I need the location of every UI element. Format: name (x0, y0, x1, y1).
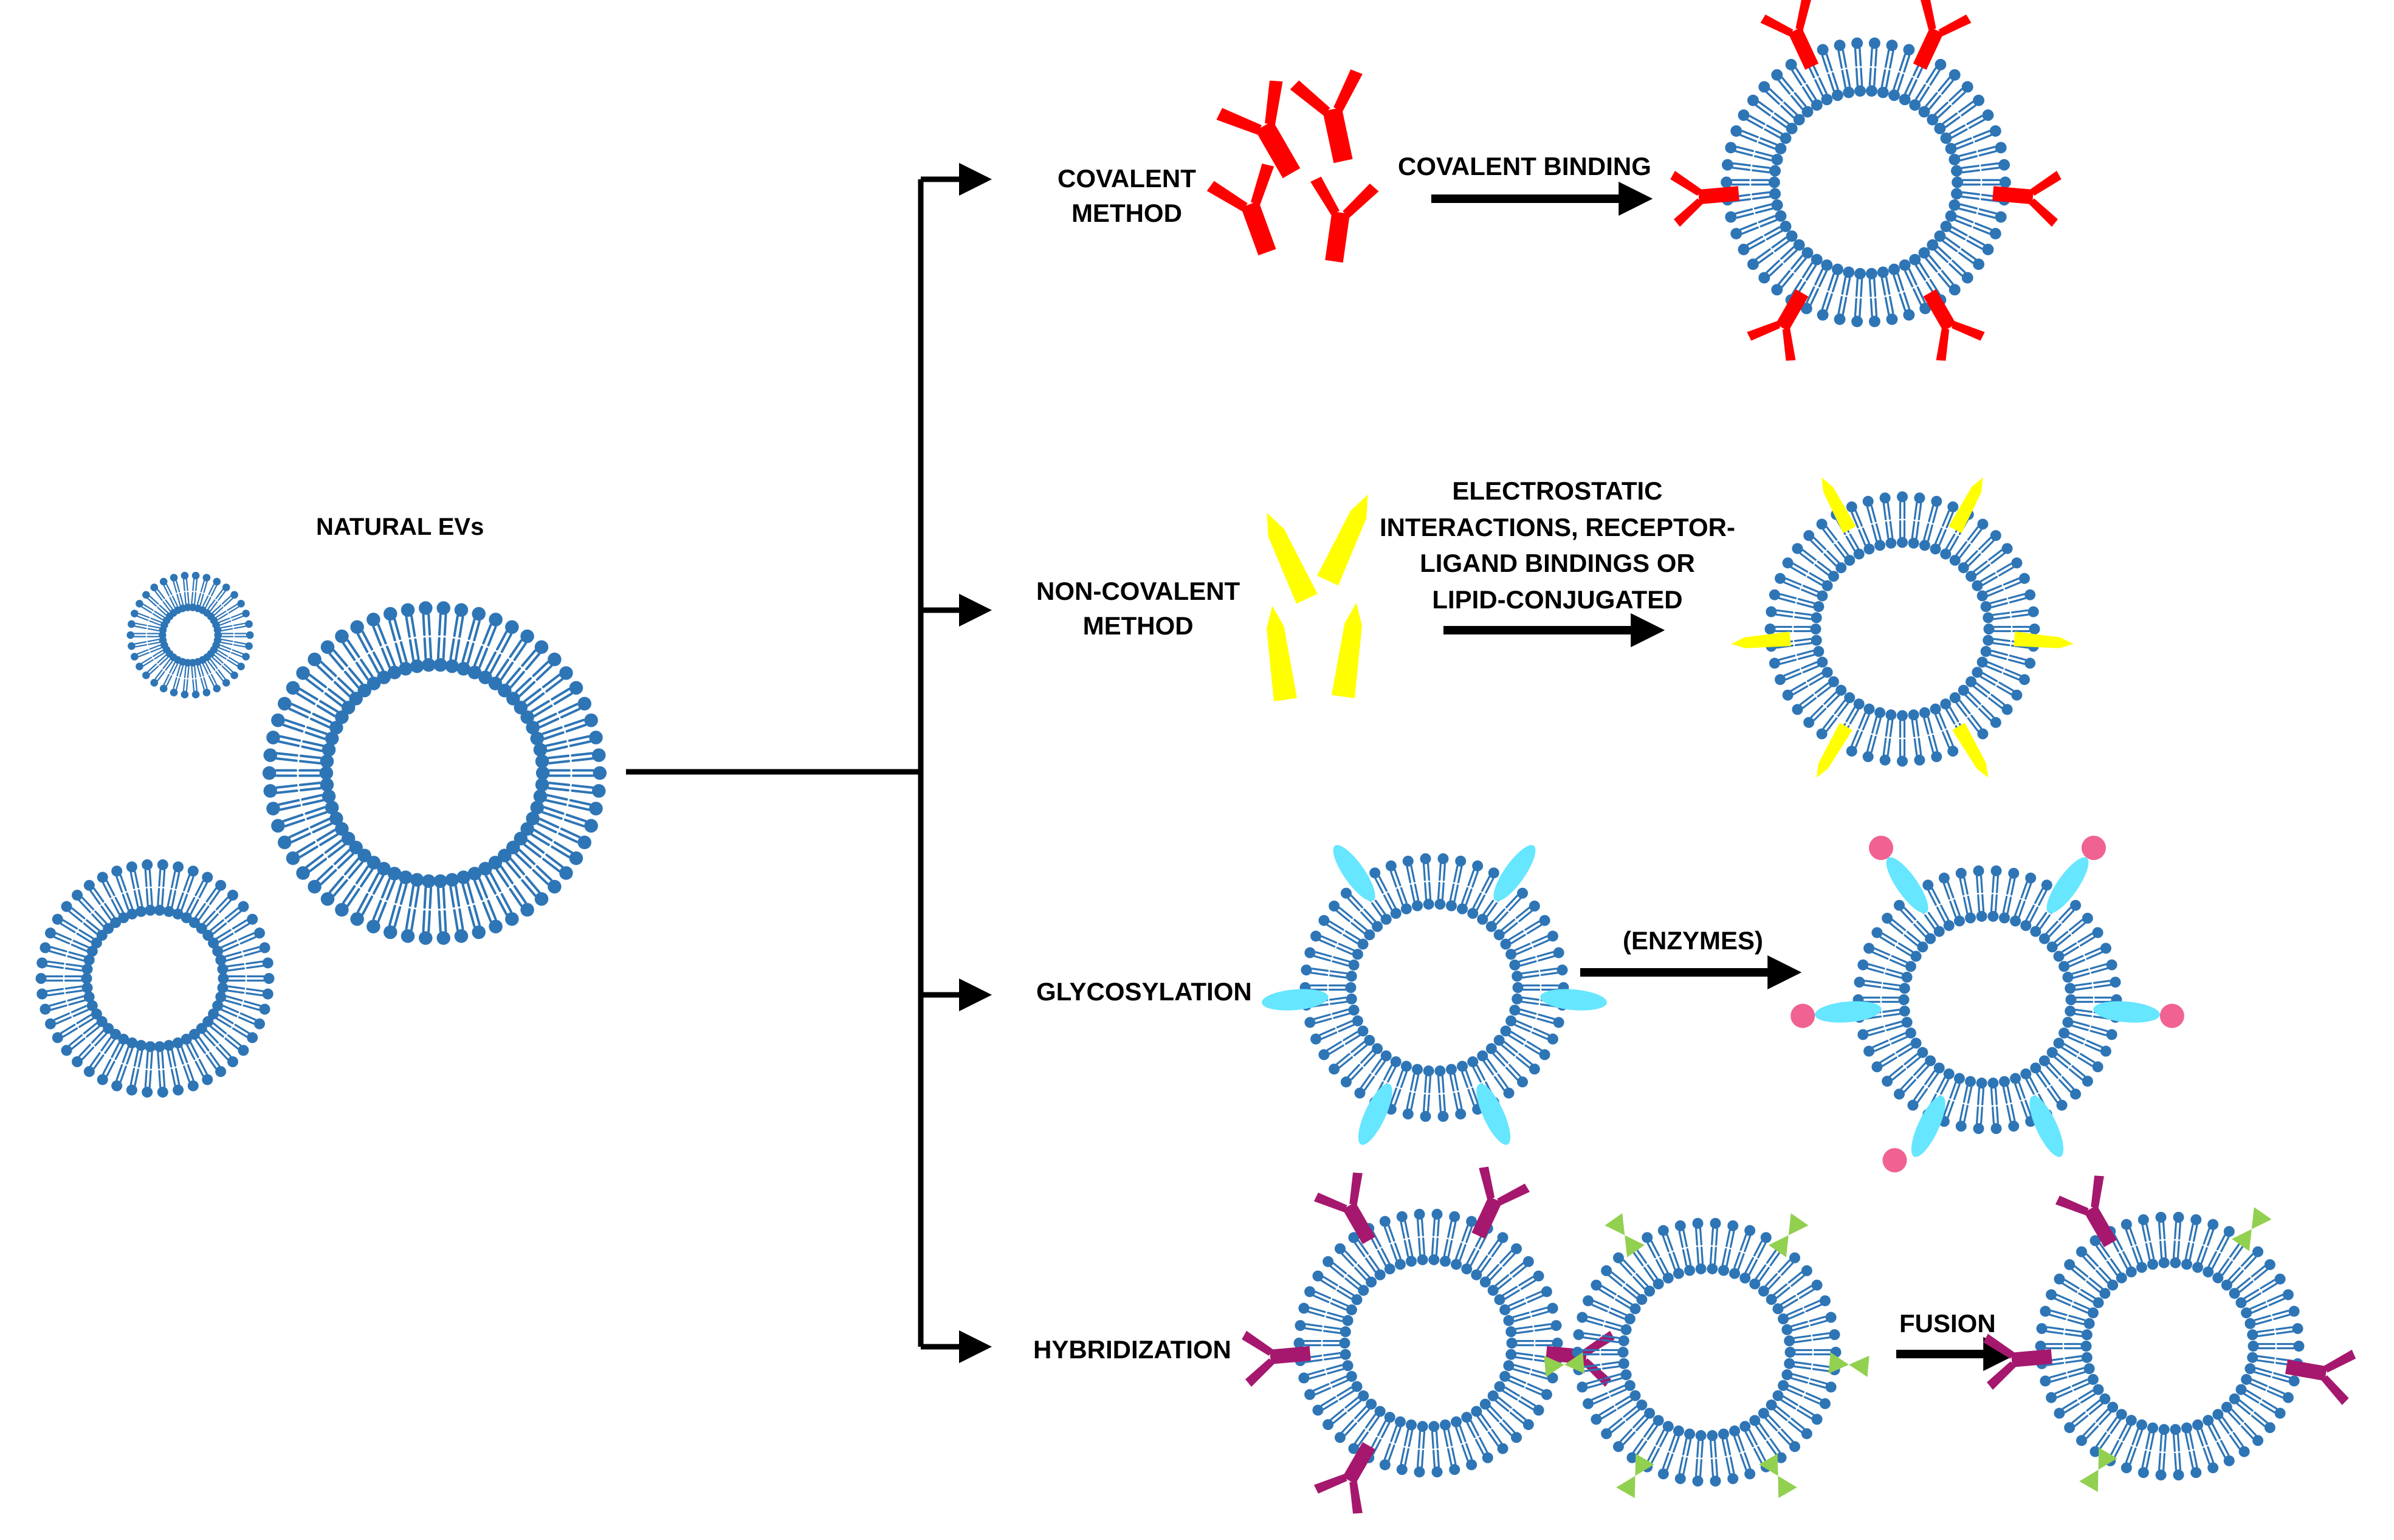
natural-ev-small (126, 571, 254, 699)
covalent-method-line-1: COVALENT (1058, 164, 1196, 193)
hybridization-label: HYBRIDIZATION (1033, 1335, 1231, 1364)
electrostatic-line-4: LIPID-CONJUGATED (1432, 585, 1683, 614)
noncovalent-method-line-2: METHOD (1082, 611, 1194, 640)
glyco-ev-before (1262, 845, 1607, 1145)
electrostatic-line-3: LIGAND BINDINGS OR (1420, 549, 1695, 578)
hybrid-ev-fused (1983, 1175, 2356, 1493)
noncovalent-method-label: NON-COVALENT METHOD (1036, 574, 1240, 643)
fusion-label: FUSION (1899, 1309, 1996, 1338)
electrostatic-line-2: INTERACTIONS, RECEPTOR- (1380, 512, 1735, 541)
free-ligands-yellow (1267, 494, 1368, 701)
covalent-binding-label: COVALENT BINDING (1398, 152, 1651, 180)
natural-evs-label: NATURAL EVs (316, 514, 484, 540)
free-antibodies-red (1206, 69, 1379, 263)
noncovalent-result-ev (1731, 477, 2074, 778)
electrostatic-line-1: ELECTROSTATIC (1452, 476, 1663, 505)
covalent-method-label: COVALENT METHOD (1058, 162, 1196, 230)
glycosylation-label: GLYCOSYLATION (1036, 977, 1252, 1006)
electrostatic-label: ELECTROSTATIC INTERACTIONS, RECEPTOR- LI… (1380, 473, 1735, 618)
glyco-ev-after (1790, 836, 2184, 1173)
hybrid-ev-purple (1242, 1166, 1615, 1514)
branch-connector (626, 163, 992, 1363)
enzymes-label: (ENZYMES) (1623, 926, 1763, 955)
covalent-method-line-2: METHOD (1071, 198, 1182, 227)
process-arrows (1431, 182, 2018, 1371)
covalent-result-ev (1670, 0, 2062, 361)
natural-ev-medium (35, 859, 275, 1098)
natural-ev-large (262, 601, 607, 945)
hybrid-ev-green (1544, 1213, 1869, 1499)
noncovalent-method-line-1: NON-COVALENT (1036, 577, 1240, 605)
